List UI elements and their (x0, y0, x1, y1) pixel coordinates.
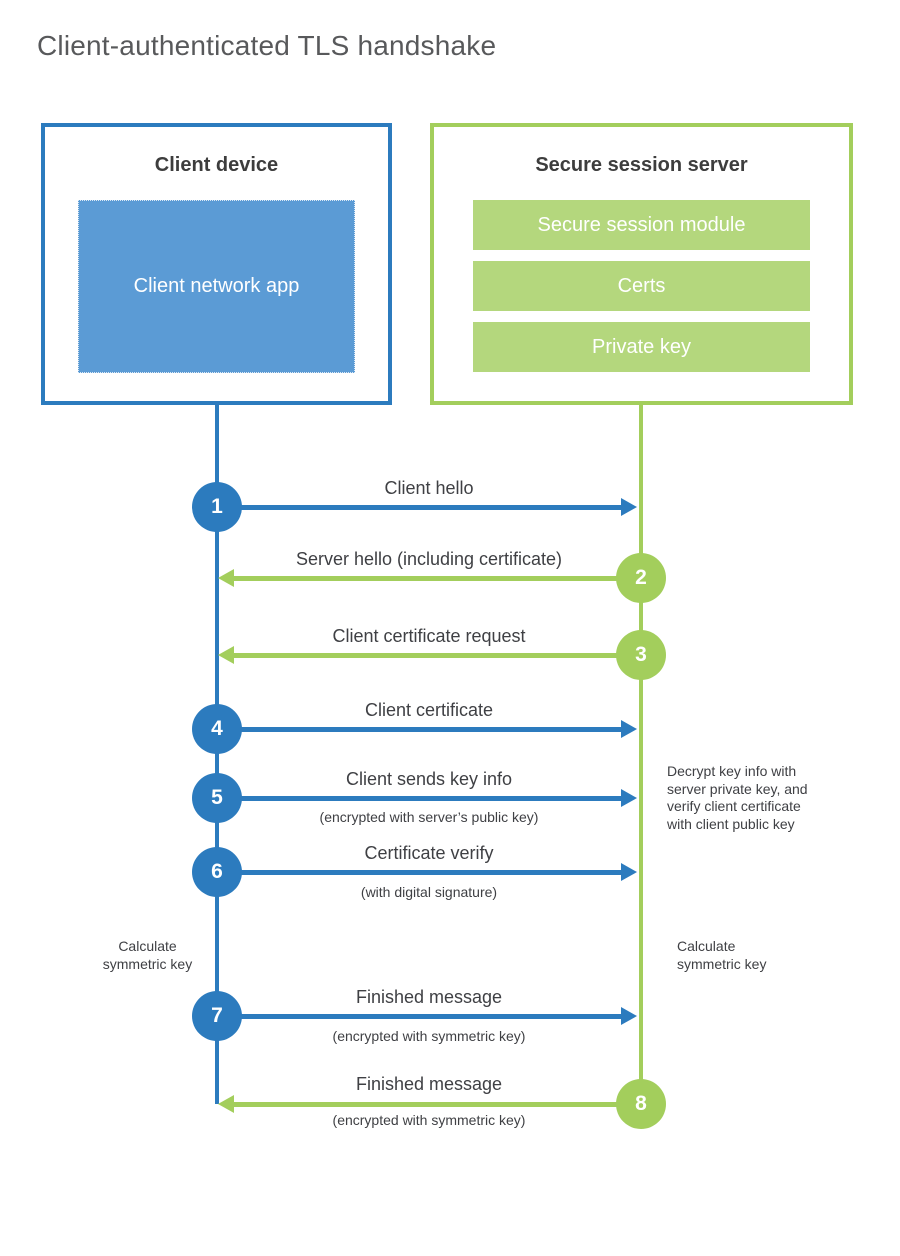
arrow-step-1 (230, 498, 637, 516)
client-lifeline (215, 404, 219, 1104)
server-lifeline (639, 405, 643, 1105)
server-module-label: Certs (617, 274, 666, 297)
calculate-symmetric-key-right: Calculate symmetric key (677, 938, 767, 972)
step-circle-3: 3 (616, 630, 666, 680)
message-label-4: Client certificate (364, 700, 494, 720)
decrypt-note: Decrypt key info with server private key… (667, 763, 808, 832)
client-network-app-label: Client network app (133, 275, 300, 297)
message-label-2: Server hello (including certificate) (295, 549, 563, 569)
message-label-3: Client certificate request (332, 626, 526, 646)
arrow-step-2 (218, 569, 623, 587)
arrow-step-4 (230, 720, 637, 738)
secure-session-server-title: Secure session server (535, 154, 748, 176)
step-circle-2: 2 (616, 553, 666, 603)
message-label-1: Client hello (384, 478, 474, 498)
arrow-step-3 (218, 646, 623, 664)
message-sub-7: (encrypted with symmetric key) (332, 1028, 526, 1044)
client-device-title: Client device (154, 154, 279, 176)
arrow-step-5 (230, 789, 637, 807)
arrow-step-6 (230, 863, 637, 881)
server-module-secure-session: Secure session module (473, 200, 810, 250)
message-label-8: Finished message (355, 1074, 503, 1094)
arrow-step-7 (230, 1007, 637, 1025)
server-module-label: Secure session module (537, 213, 746, 236)
step-circle-5: 5 (192, 773, 242, 823)
arrow-step-8 (218, 1095, 623, 1113)
step-circle-1: 1 (192, 482, 242, 532)
message-label-7: Finished message (355, 987, 503, 1007)
step-circle-4: 4 (192, 704, 242, 754)
calculate-symmetric-key-left: Calculate symmetric key (102, 938, 193, 972)
message-sub-6: (with digital signature) (360, 884, 498, 900)
server-module-certs: Certs (473, 261, 810, 311)
server-module-label: Private key (592, 335, 691, 358)
message-label-6: Certificate verify (364, 843, 494, 863)
server-module-private-key: Private key (473, 322, 810, 372)
message-label-5: Client sends key info (345, 769, 513, 789)
message-sub-8: (encrypted with symmetric key) (332, 1112, 526, 1128)
client-network-app-box: Client network app (78, 200, 355, 373)
step-circle-7: 7 (192, 991, 242, 1041)
page-title: Client-authenticated TLS handshake (37, 30, 497, 61)
message-sub-5: (encrypted with server’s public key) (319, 809, 539, 825)
step-circle-6: 6 (192, 847, 242, 897)
step-circle-8: 8 (616, 1079, 666, 1129)
